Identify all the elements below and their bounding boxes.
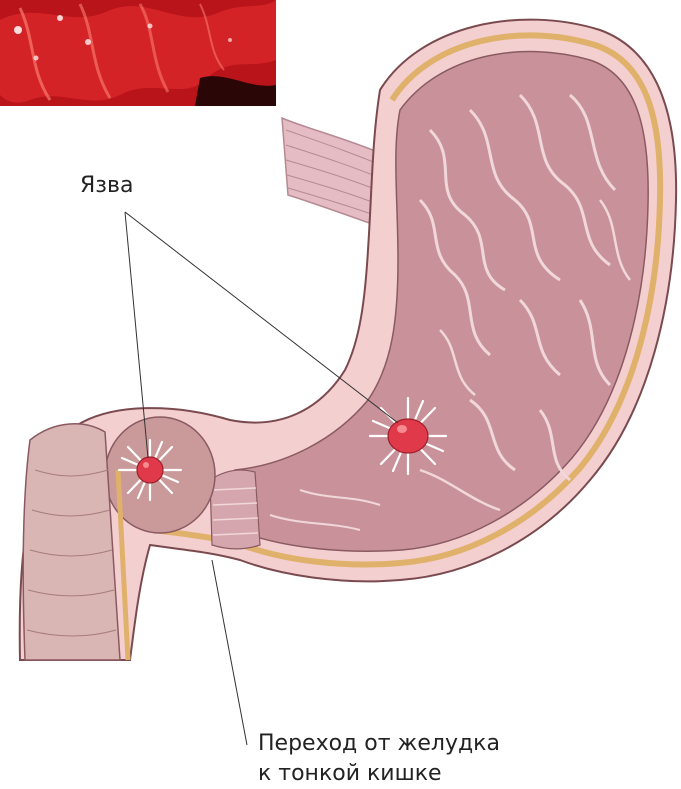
endoscopy-photo-inset [0,0,276,106]
ulcer-label: Язва [80,173,133,198]
ulcer-gastric [370,398,446,474]
leader-line-transition [212,560,247,745]
transition-label-line2: к тонкой кишке [258,761,442,785]
leader-line-ulcer-gastric [125,212,398,423]
pyloric-region [210,470,260,549]
transition-label-line1: Переход от желудка [258,731,500,756]
